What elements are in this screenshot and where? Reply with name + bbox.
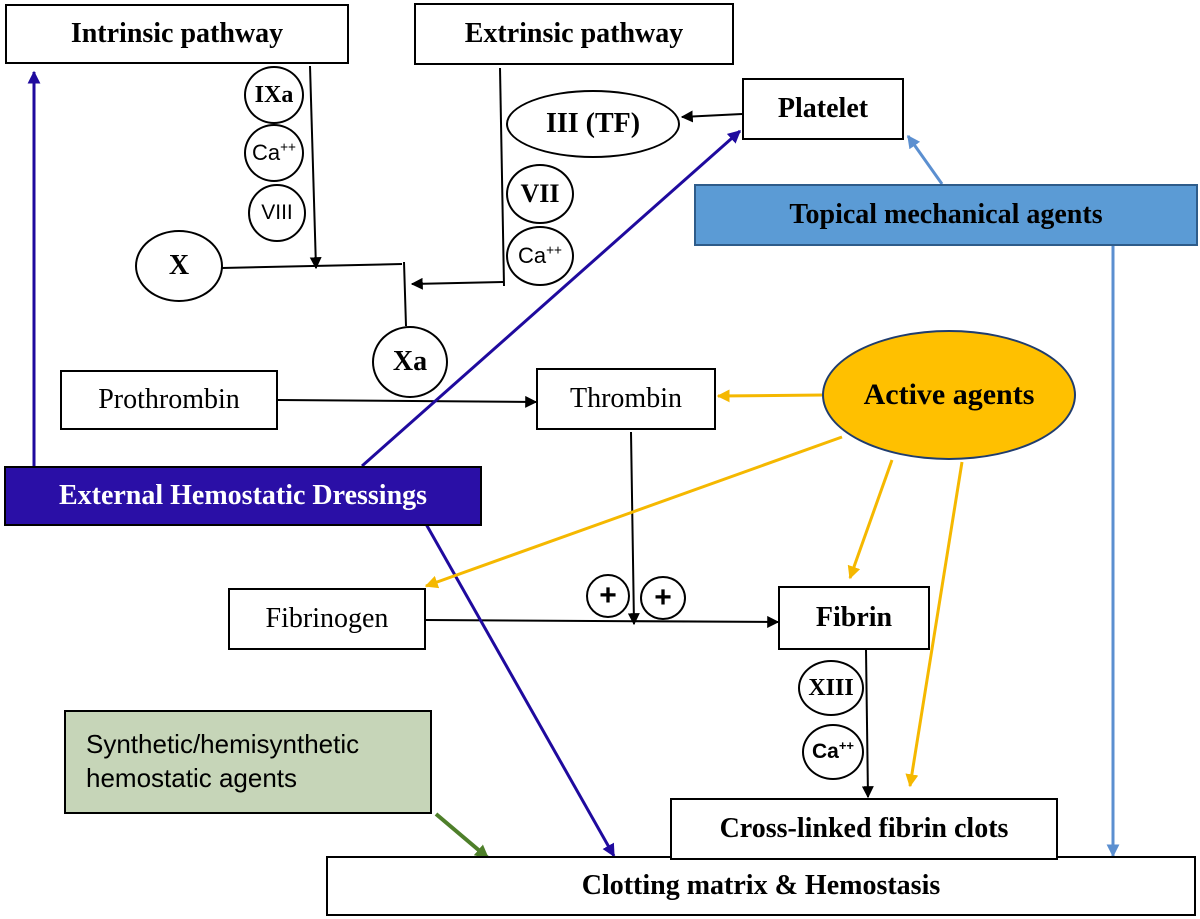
thrombin-box: Thrombin (536, 368, 716, 430)
factor-x-circle: X (135, 230, 223, 302)
x-to-junction-line (221, 263, 403, 269)
calcium-circle-intrinsic: Ca++ (244, 124, 304, 182)
prothrombin-label: Prothrombin (98, 384, 240, 415)
calcium-superscript: ++ (280, 139, 297, 155)
fibrinogen-label: Fibrinogen (265, 603, 389, 634)
cross-linked-fibrin-clots-box: Cross-linked fibrin clots (670, 798, 1058, 860)
active-agents-label: Active agents (863, 378, 1035, 411)
factor-ixa-circle: IXa (244, 66, 304, 124)
fibrinogen-to-fibrin-arrow (425, 615, 780, 628)
platelet-label: Platelet (777, 93, 869, 124)
extrinsic-to-junction-arrow (410, 277, 504, 290)
platelet-to-tf-arrow (680, 110, 743, 123)
factor-x-label: X (168, 250, 190, 281)
active-to-thrombin-arrow (716, 389, 825, 403)
plus-circle-right: + (640, 576, 686, 620)
factor-viii-label: VIII (261, 201, 293, 224)
dressings-to-platelet-arrow (361, 129, 741, 468)
calcium-superscript: ++ (838, 738, 855, 753)
extrinsic-pathway-box: Extrinsic pathway (414, 3, 734, 65)
topical-to-platelet-arrow (906, 134, 944, 185)
fibrin-box: Fibrin (778, 586, 930, 650)
calcium-label: Ca (517, 243, 547, 268)
clotting-matrix-box: Clotting matrix & Hemostasis (326, 856, 1196, 916)
plus-circle-left: + (586, 574, 630, 618)
factor-xiii-label: XIII (808, 674, 854, 701)
calcium-circle-extrinsic: Ca++ (506, 226, 574, 286)
factor-iii-tf-label: III (TF) (545, 108, 641, 139)
plus-label: + (599, 579, 617, 612)
external-hemostatic-dressings-label: External Hemostatic Dressings (58, 480, 428, 511)
factor-vii-circle: VII (506, 164, 574, 224)
intrinsic-pathway-label: Intrinsic pathway (70, 18, 284, 49)
thrombin-label: Thrombin (570, 383, 682, 414)
factor-vii-label: VII (520, 179, 560, 208)
external-hemostatic-dressings-box: External Hemostatic Dressings (4, 466, 482, 526)
platelet-box: Platelet (742, 78, 904, 140)
prothrombin-box: Prothrombin (60, 370, 278, 430)
factor-xa-label: Xa (392, 346, 428, 377)
factor-iii-tf-ellipse: III (TF) (506, 90, 680, 158)
active-to-crosslinked-arrow (905, 461, 964, 788)
fibrinogen-box: Fibrinogen (228, 588, 426, 650)
prothrombin-to-thrombin-arrow (277, 395, 538, 408)
factor-xa-circle: Xa (372, 326, 448, 398)
calcium-superscript: ++ (546, 242, 563, 258)
extrinsic-pathway-label: Extrinsic pathway (464, 18, 684, 49)
factor-xiii-circle: XIII (798, 660, 864, 716)
synthetic-to-matrix-arrow (434, 812, 490, 860)
plus-label: + (654, 581, 672, 614)
factor-ixa-label: IXa (254, 81, 294, 108)
calcium-circle-fibrin: Ca++ (802, 724, 864, 780)
fibrin-label: Fibrin (815, 602, 893, 633)
topical-mechanical-agents-box: Topical mechanical agents (694, 184, 1198, 246)
dressings-to-matrix-arrow (424, 523, 616, 858)
intrinsic-pathway-box: Intrinsic pathway (5, 4, 349, 64)
fibrin-to-crosslinked-arrow (861, 649, 874, 799)
active-agents-ellipse: Active agents (822, 330, 1076, 460)
clotting-matrix-label: Clotting matrix & Hemostasis (581, 870, 941, 901)
cross-linked-fibrin-clots-label: Cross-linked fibrin clots (719, 813, 1009, 844)
junction-vertical-line (403, 261, 407, 327)
calcium-label: Ca (811, 740, 839, 763)
active-to-fibrinogen-arrow (424, 435, 843, 589)
factor-viii-circle: VIII (248, 184, 306, 242)
active-to-fibrin-arrow (847, 459, 894, 580)
synthetic-hemisynthetic-agents-label: Synthetic/hemisynthetic hemostatic agent… (86, 729, 360, 793)
topical-mechanical-agents-label: Topical mechanical agents (789, 199, 1103, 230)
synthetic-hemisynthetic-agents-box: Synthetic/hemisynthetic hemostatic agent… (64, 710, 432, 814)
extrinsic-vertical-line (499, 67, 505, 287)
calcium-label: Ca (251, 140, 281, 165)
intrinsic-to-x-arrow (309, 65, 322, 270)
thrombin-down-arrow (627, 431, 640, 626)
